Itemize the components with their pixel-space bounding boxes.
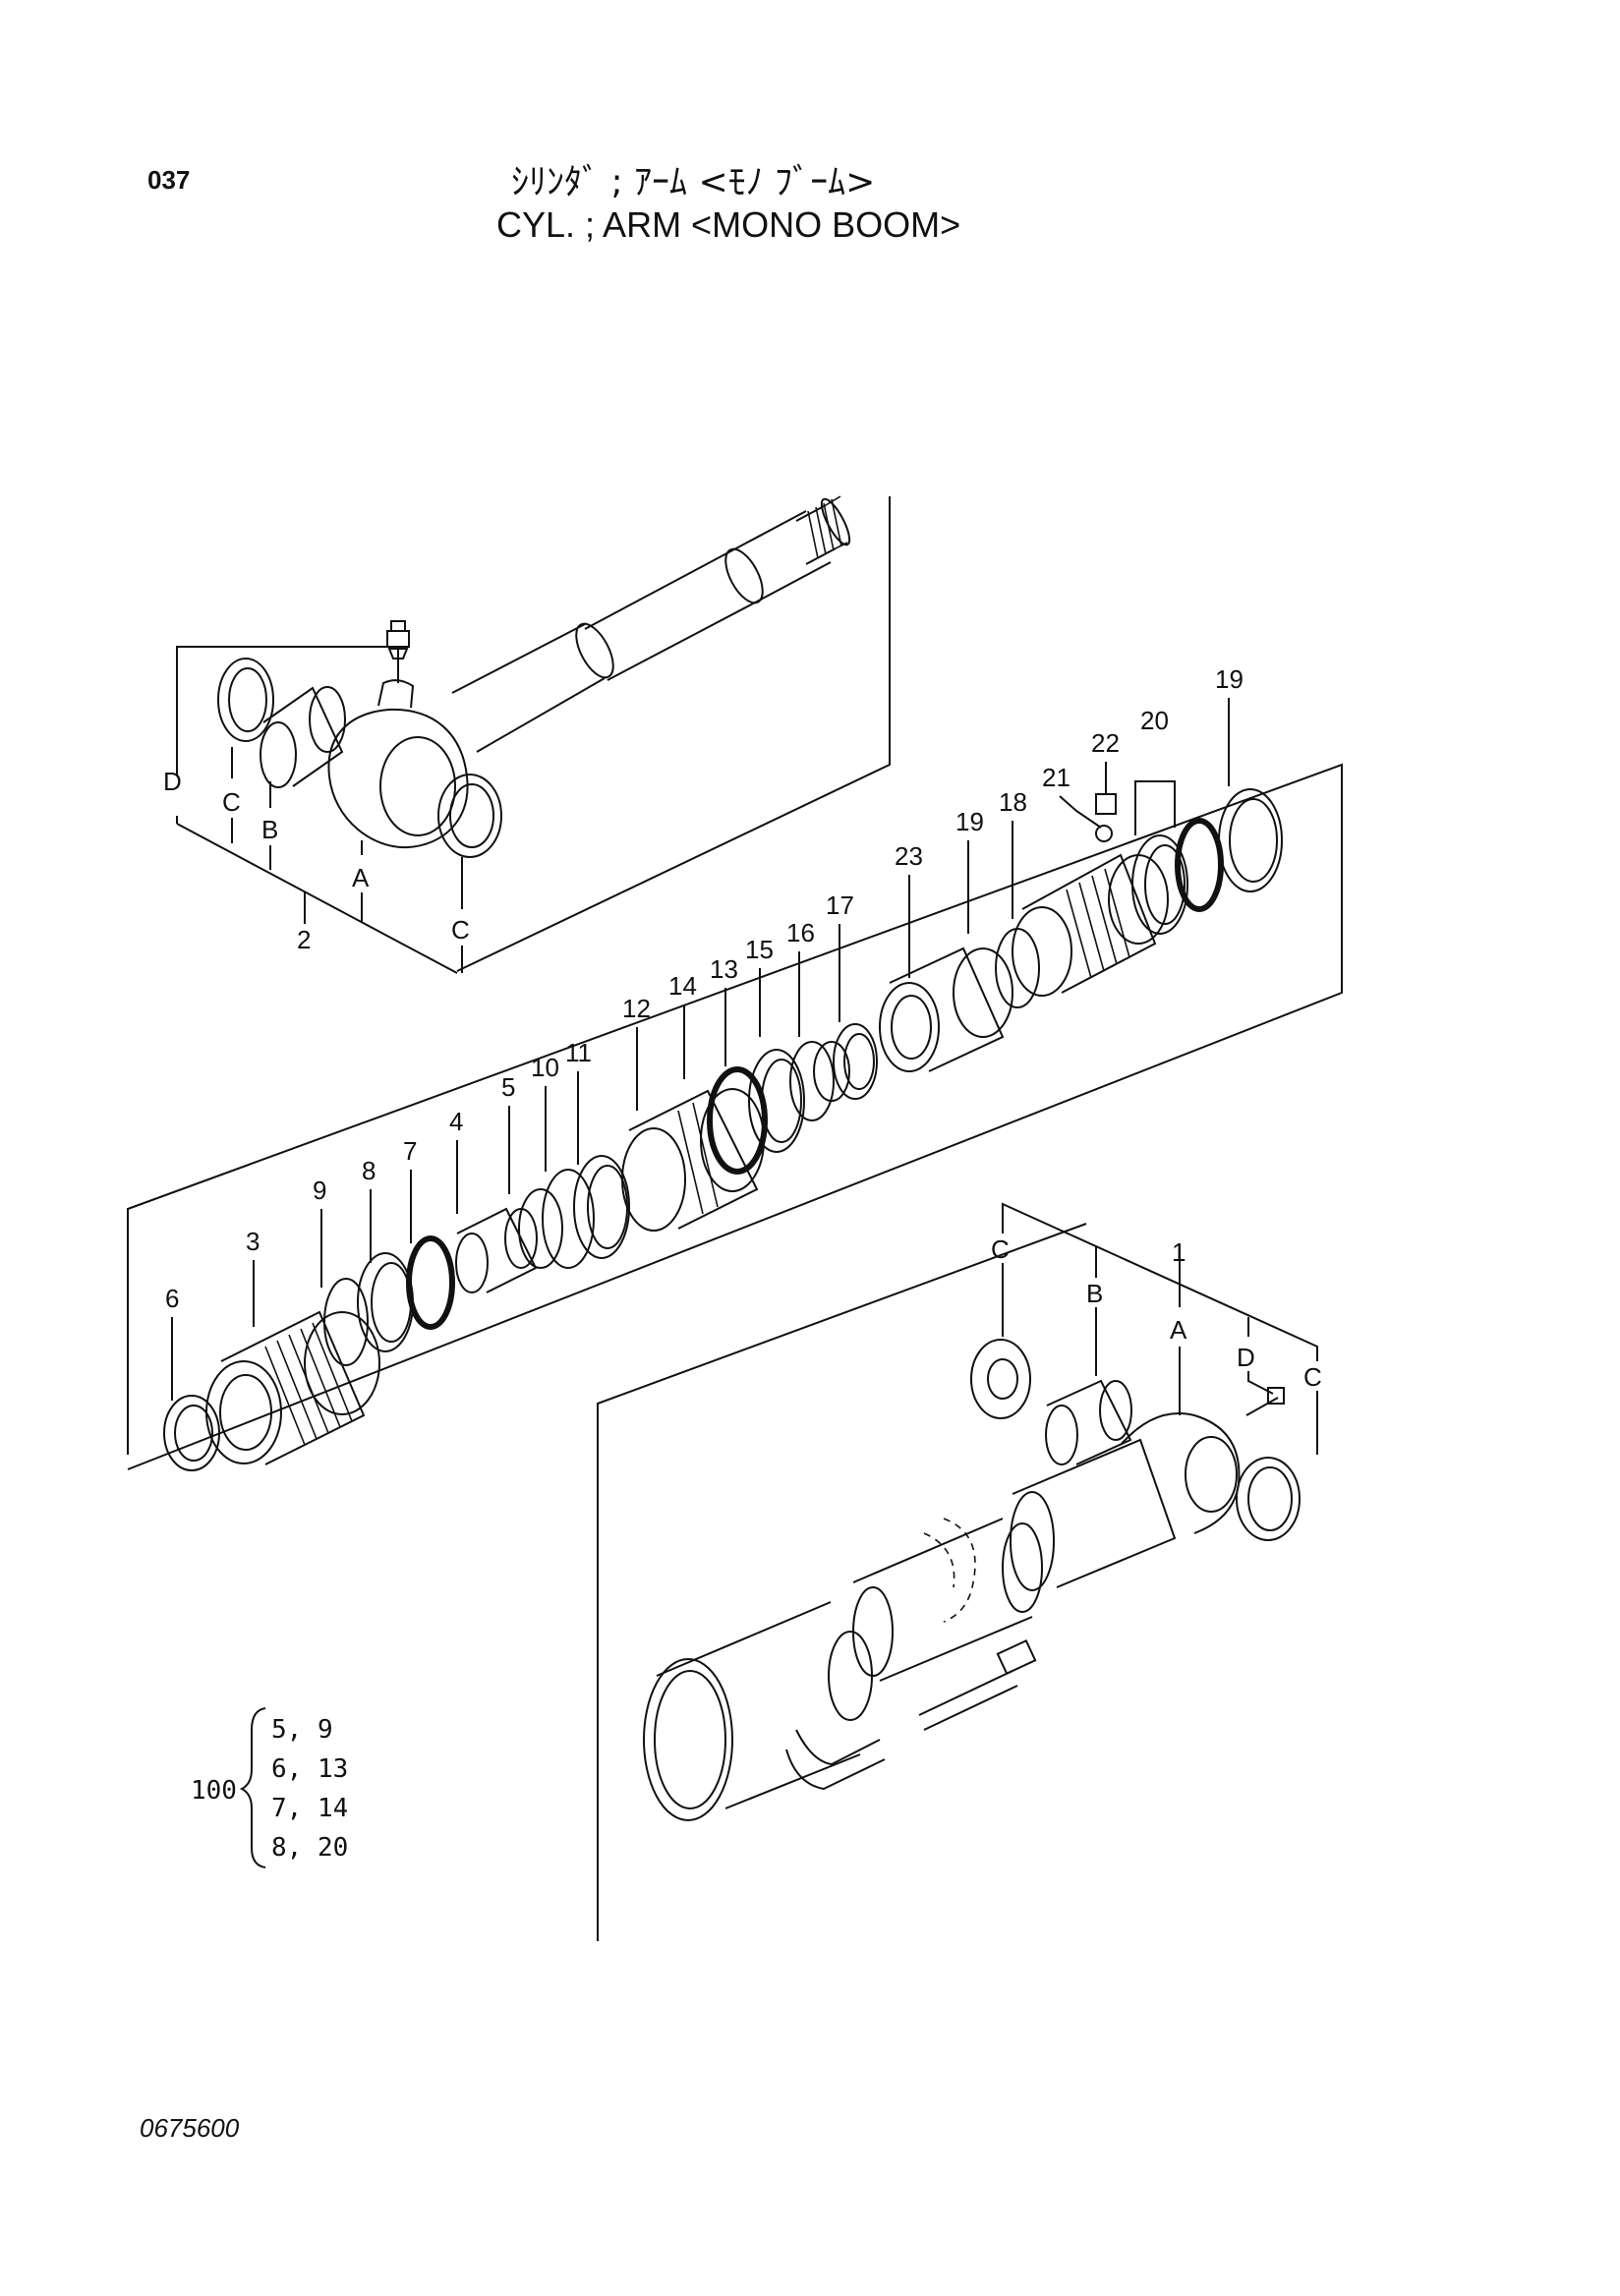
ring-13: [748, 1049, 805, 1153]
callout-18: 18: [999, 787, 1027, 817]
ring-7: [406, 1235, 455, 1330]
nut-23: [879, 947, 1013, 1072]
ball-21: [1095, 825, 1113, 842]
rod-leaders: [176, 646, 463, 974]
rod-label-d: D: [163, 767, 182, 796]
callout-10: 10: [531, 1053, 559, 1082]
seal-kit-number: 100: [191, 1776, 237, 1806]
ring-9: [323, 1278, 369, 1366]
cylinder-head: [205, 1310, 380, 1465]
tube-cap: [1010, 1387, 1285, 1591]
ring-20: [1131, 834, 1188, 935]
ring-10: [542, 1169, 595, 1269]
ring-5: [518, 1188, 563, 1269]
ring-17: [833, 1023, 878, 1100]
callout-23: 23: [895, 841, 923, 871]
callout-11: 11: [565, 1038, 592, 1067]
tube-label-c-left: C: [991, 1234, 1010, 1264]
callout-8: 8: [362, 1156, 376, 1185]
seal-kit-legend: 100 5, 9 6, 13 7, 14 8, 20: [191, 1707, 348, 1868]
piston-rod: [451, 495, 851, 753]
cylinder-tube: [643, 1601, 886, 1821]
rod-label-b: B: [261, 815, 278, 844]
ring-20-seal: [1175, 818, 1224, 912]
tube-frame: [597, 1223, 1087, 1941]
callout-7: 7: [403, 1136, 417, 1166]
callout-15: 15: [745, 935, 774, 964]
callout-16: 16: [786, 918, 815, 947]
rod-label-c-right: C: [451, 915, 470, 945]
seal-kit-row-3: 7, 14: [271, 1794, 348, 1823]
title-japanese: ｼﾘﾝﾀﾞ ; ｱｰﾑ <ﾓﾉ ﾌﾞｰﾑ>: [511, 162, 876, 202]
ring-19-left: [995, 928, 1040, 1008]
callout-5: 5: [501, 1072, 515, 1102]
callout-17: 17: [826, 890, 854, 920]
ring-15: [789, 1041, 835, 1121]
tube-label-c-right: C: [1303, 1362, 1322, 1392]
callout-22: 22: [1091, 728, 1120, 758]
piston-18: [1012, 853, 1169, 997]
tube-leaders: [1002, 1202, 1318, 1455]
piston-assembly: 6 3 9 8 7 4 5 10 11 12 14 13 15 16 17 23…: [127, 664, 1343, 1471]
rod-label-c-left: C: [222, 787, 241, 817]
ring-14: [707, 1066, 768, 1175]
tube-label-b: B: [1086, 1279, 1103, 1308]
rod-dust-seal-left: [217, 658, 274, 742]
rod-thread: [807, 495, 848, 559]
tube-dust-seal-left: [970, 1339, 1031, 1419]
callout-3: 3: [246, 1227, 260, 1256]
tube-bushing: [1045, 1379, 1132, 1465]
piston-12: [621, 1088, 765, 1232]
callout-9: 9: [313, 1176, 326, 1205]
ring-16: [813, 1041, 850, 1102]
head-seal-6: [163, 1395, 220, 1471]
tube-label-a: A: [1170, 1315, 1187, 1345]
drawing-number: 0675600: [140, 2113, 240, 2143]
rod-dust-seal-right: [437, 774, 502, 858]
seal-kit-brace: [239, 1707, 266, 1868]
rod-eye: [327, 647, 469, 849]
tube-label-d: D: [1237, 1343, 1255, 1372]
seal-kit-row-1: 5, 9: [271, 1715, 333, 1745]
callout-13: 13: [710, 954, 738, 984]
callout-6: 6: [165, 1284, 179, 1313]
callout-4: 4: [449, 1107, 463, 1136]
callout-20: 20: [1140, 706, 1169, 735]
ring-19-right: [1218, 788, 1283, 892]
seal-kit-row-4: 8, 20: [271, 1833, 348, 1863]
rod-part-number: 2: [297, 925, 311, 954]
page-number: 037: [147, 165, 191, 195]
callout-19-right: 19: [1215, 664, 1244, 694]
tube-section: [852, 1518, 1043, 1682]
callout-12: 12: [622, 994, 651, 1023]
tube-assembly: C B 1 A D C: [597, 1202, 1322, 1941]
callout-21: 21: [1042, 763, 1070, 792]
rod-frame: [456, 496, 891, 972]
bushing-4: [455, 1207, 538, 1293]
callout-19-left: 19: [955, 807, 984, 836]
piston-leaders: [171, 698, 1230, 1401]
seal-kit-row-2: 6, 13: [271, 1754, 348, 1784]
rod-assembly: D C B A C 2: [163, 495, 891, 974]
title-english: CYL. ; ARM <MONO BOOM>: [496, 204, 961, 245]
grease-fitting: [386, 620, 410, 660]
tube-part-number: 1: [1172, 1237, 1186, 1267]
rod-label-a: A: [352, 863, 370, 892]
pipe: [918, 1638, 1037, 1731]
screw-22: [1095, 793, 1117, 815]
tube-dust-seal-right: [1236, 1457, 1301, 1541]
callout-14: 14: [668, 971, 697, 1001]
rod-bushing: [260, 686, 346, 788]
ring-11: [573, 1155, 630, 1259]
piston-frame: [127, 763, 1343, 1470]
